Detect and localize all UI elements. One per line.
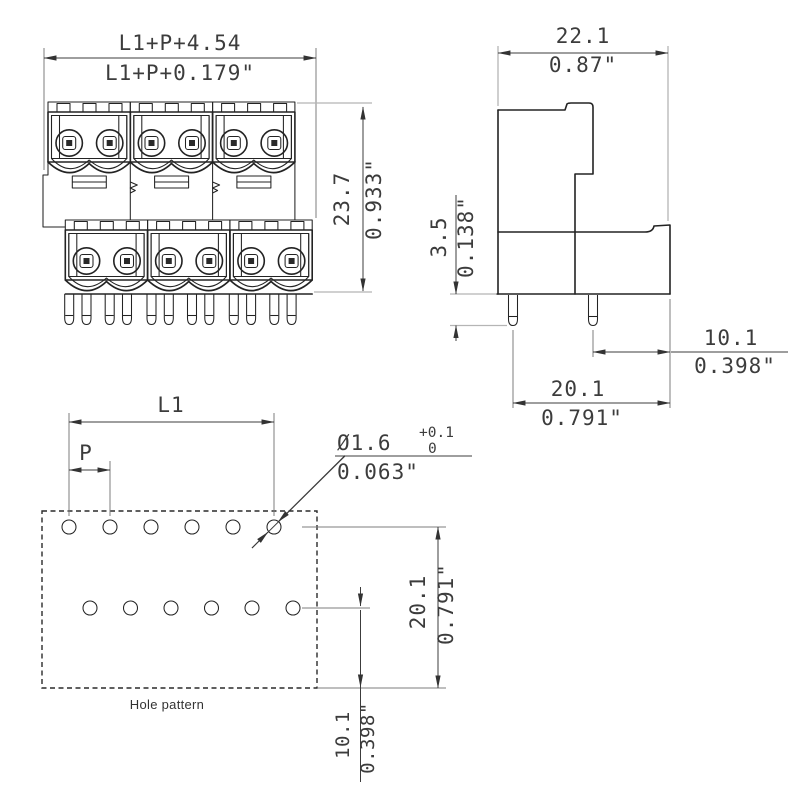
dim-hole-dia-tol-minus: 0 (428, 441, 437, 457)
dim-l1-label: L1 (157, 393, 184, 417)
dim-height-in: 0.933" (362, 158, 386, 240)
pcb-outline (41, 510, 318, 689)
dim-overall-width-in: L1+P+0.179" (105, 61, 255, 85)
front-view-feet (71, 175, 272, 189)
hole-pattern-caption: Hole pattern (130, 697, 204, 712)
dim-hole-dia-tol-plus: +0.1 (419, 425, 454, 441)
dim-hole-dia-mm: Ø1.6 (337, 431, 392, 455)
front-view-pins (64, 293, 297, 326)
dim-pin-row2-offset-mm: 10.1 (704, 326, 759, 350)
dim-depth: 22.1 0.87" (497, 24, 669, 221)
break-mark (129, 181, 138, 194)
dim-row1-offset: 20.1 0.791" (302, 526, 458, 689)
dim-pin-row1-offset-mm: 20.1 (551, 377, 606, 401)
hole-row-1 (61, 519, 282, 535)
dim-overall-width-mm: L1+P+4.54 (119, 31, 242, 55)
side-view: 22.1 0.87" 3.5 0.138" 10.1 0.398" 20.1 0… (427, 24, 788, 430)
dim-height: 23.7 0.933" (297, 102, 386, 293)
dim-row1-offset-mm: 20.1 (406, 575, 430, 630)
dim-pin-length-in: 0.138" (454, 196, 478, 278)
hole-row-2 (82, 600, 301, 616)
dim-l1: L1 (68, 393, 275, 516)
dim-pin-row2-offset-in: 0.398" (694, 354, 776, 378)
dim-row2-offset-in: 0.398" (357, 702, 379, 774)
dim-hole-dia-in: 0.063" (337, 460, 419, 484)
dim-pitch: P (68, 441, 111, 516)
dim-depth-in: 0.87" (549, 53, 617, 77)
front-view: L1+P+4.54 L1+P+0.179" 23.7 0.933" (42, 31, 386, 326)
dim-pin-offsets: 10.1 0.398" 20.1 0.791" (512, 299, 788, 430)
dim-hole-diameter: Ø1.6 +0.1 0 0.063" (251, 425, 472, 549)
dim-overall-width: L1+P+4.54 L1+P+0.179" (43, 31, 317, 218)
dim-row2-offset-mm: 10.1 (332, 711, 354, 759)
hole-pattern-view: L1 P Ø1.6 +0.1 0 0.063" 20.1 0.791" (41, 393, 472, 782)
dim-row1-offset-in: 0.791" (434, 563, 458, 645)
dim-height-mm: 23.7 (330, 172, 354, 227)
dim-depth-mm: 22.1 (556, 24, 611, 48)
dim-pitch-label: P (79, 441, 93, 465)
dim-pin-length: 3.5 0.138" (427, 195, 507, 341)
break-mark (212, 181, 221, 194)
dim-pin-row1-offset-in: 0.791" (541, 406, 623, 430)
dim-pin-length-mm: 3.5 (427, 217, 451, 258)
dim-row2-offset: 10.1 0.398" (302, 587, 379, 782)
